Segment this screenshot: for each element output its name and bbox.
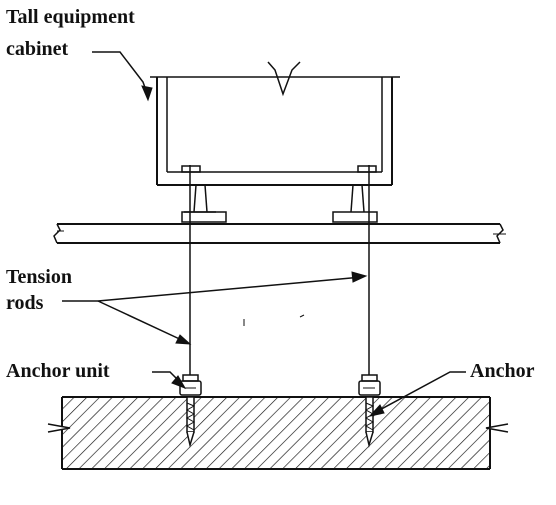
label-anchor: Anchor bbox=[470, 360, 535, 382]
leader-cabinet bbox=[92, 51, 153, 102]
label-tension-line2: rods bbox=[6, 292, 44, 314]
label-tension-line1: Tension bbox=[6, 266, 72, 288]
cabinet-inner bbox=[166, 77, 383, 173]
left-anchor-unit bbox=[179, 374, 202, 396]
leader-anchor bbox=[368, 371, 466, 417]
raised-floor-panel bbox=[53, 223, 506, 244]
right-anchor bbox=[364, 396, 375, 448]
right-anchor-unit bbox=[358, 374, 381, 396]
left-support bbox=[181, 165, 227, 223]
cabinet-outer bbox=[150, 76, 400, 186]
cabinet-break-mark bbox=[267, 61, 301, 97]
label-anchor-unit: Anchor unit bbox=[6, 360, 110, 382]
right-support bbox=[332, 165, 378, 223]
leader-anchor-unit bbox=[152, 371, 187, 389]
label-cabinet-line2: cabinet bbox=[6, 38, 69, 60]
tension-rods bbox=[189, 165, 370, 375]
left-anchor bbox=[185, 396, 196, 448]
label-cabinet-line1: Tall equipment bbox=[6, 6, 135, 28]
concrete-slab bbox=[47, 396, 509, 470]
leader-tension-rods bbox=[62, 271, 368, 345]
